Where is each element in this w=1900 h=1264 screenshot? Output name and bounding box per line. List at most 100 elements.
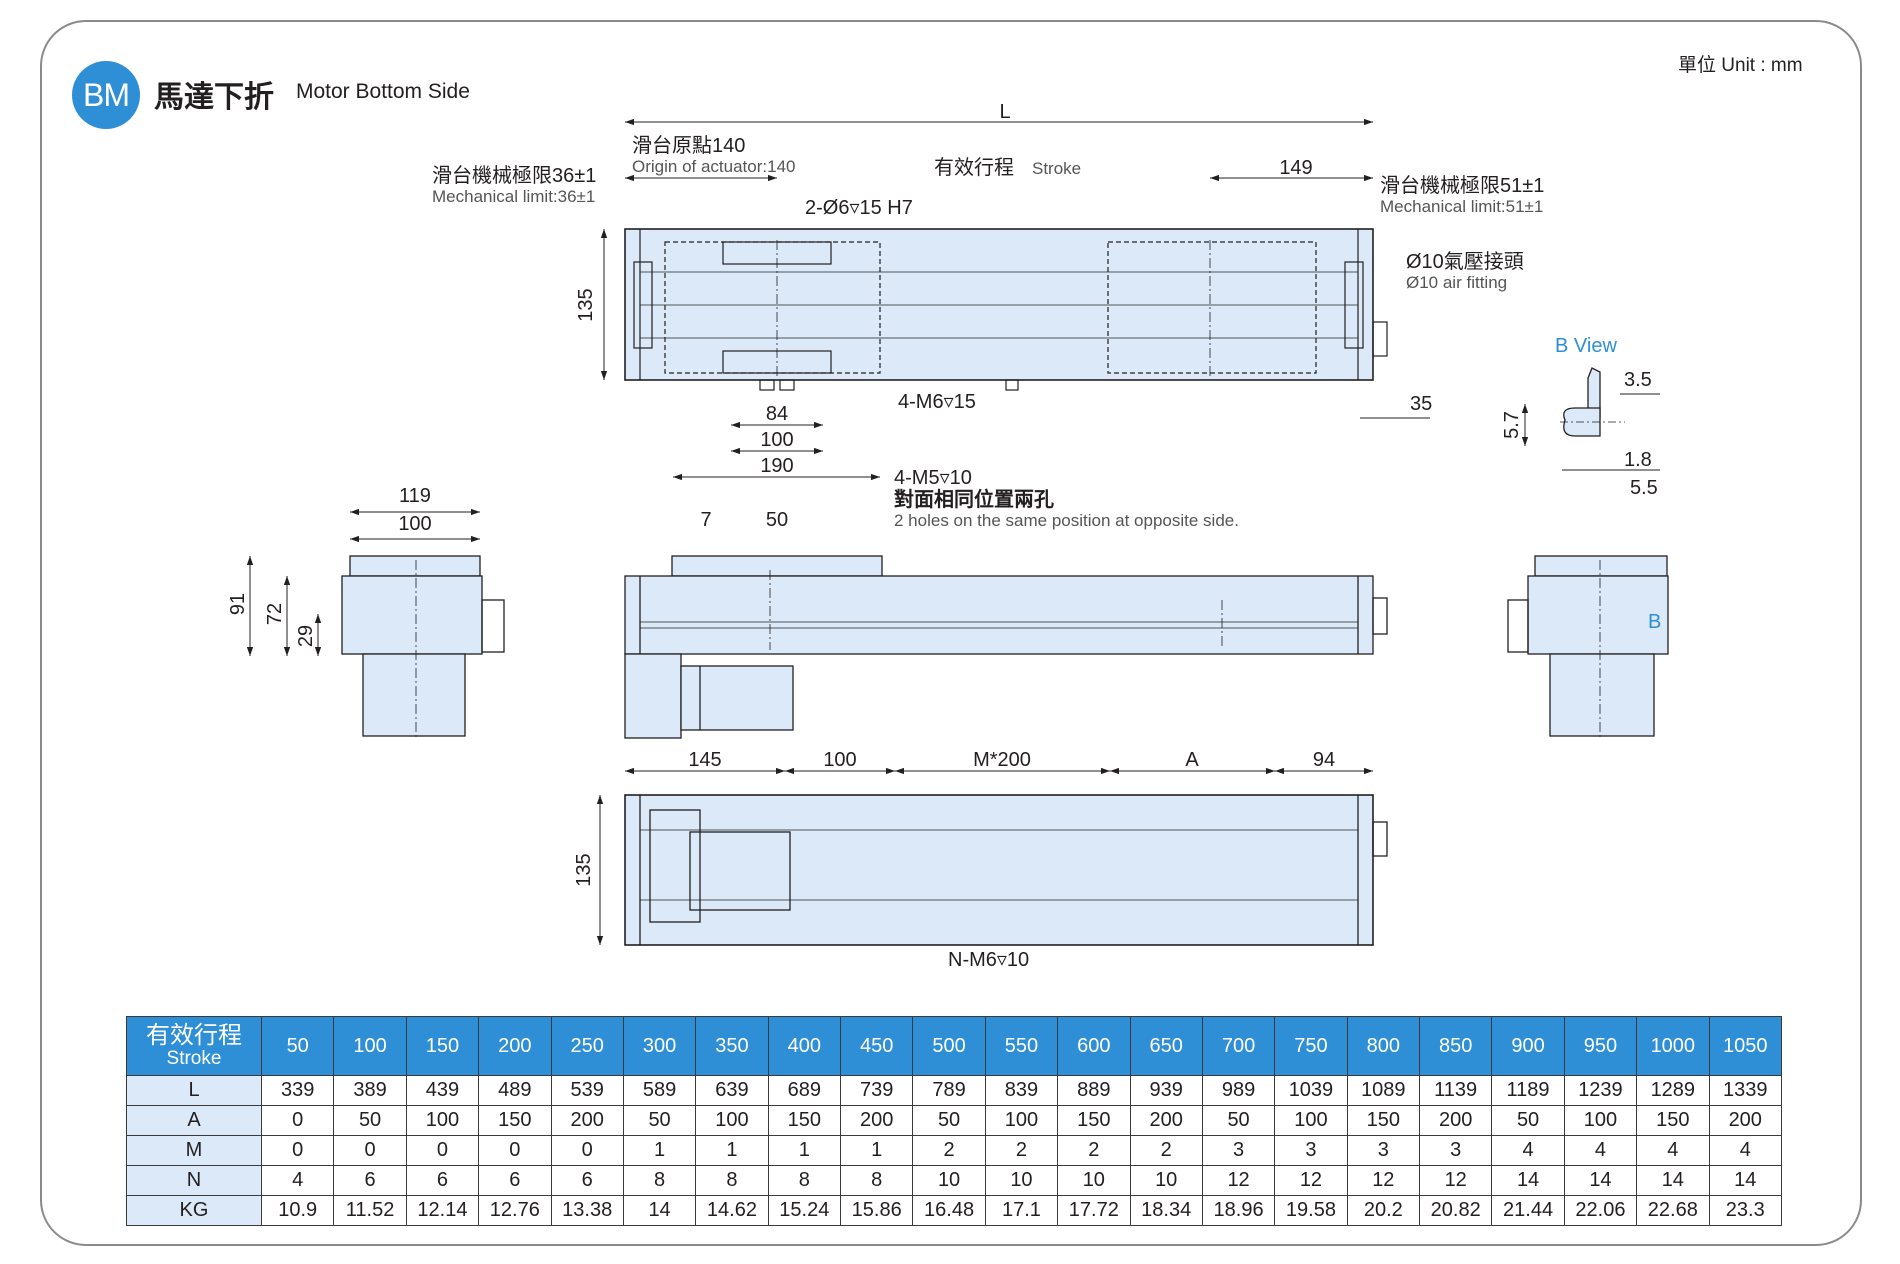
table-cell: 17.1	[984, 1195, 1059, 1226]
table-stroke-header: 100	[333, 1016, 407, 1076]
table-stroke-header: 600	[1057, 1016, 1131, 1076]
table-stroke-header: 50	[260, 1016, 335, 1076]
table-cell: 100	[405, 1105, 480, 1136]
table-stroke-header: 850	[1418, 1016, 1493, 1076]
table-stroke-header: 550	[984, 1016, 1059, 1076]
table-cell: 12.76	[478, 1195, 552, 1226]
table-cell: 6	[478, 1165, 552, 1196]
table-cell: 939	[1129, 1075, 1203, 1106]
table-cell: 4	[1563, 1135, 1638, 1166]
table-cell: 489	[478, 1075, 552, 1106]
table-cell: 2	[1057, 1135, 1131, 1166]
table-cell: 15.24	[767, 1195, 842, 1226]
table-stroke-header: 350	[695, 1016, 769, 1076]
table-cell: 8	[839, 1165, 914, 1196]
opposite-holes-en: 2 holes on the same position at opposite…	[894, 511, 1239, 530]
table-cell: 589	[622, 1075, 697, 1106]
dim-145: 145	[688, 749, 721, 771]
side-view	[624, 555, 1388, 739]
table-cell: 10	[984, 1165, 1059, 1196]
table-stroke-header: 1000	[1636, 1016, 1710, 1076]
table-cell: 3	[1201, 1135, 1276, 1166]
table-cell: 0	[550, 1135, 624, 1166]
table-cell: 2	[912, 1135, 986, 1166]
end-view	[341, 555, 505, 740]
dim-29: 29	[295, 625, 317, 647]
dim-1-8: 1.8	[1624, 449, 1652, 471]
table-cell: 50	[1491, 1105, 1565, 1136]
table-cell: 1289	[1636, 1075, 1710, 1106]
table-cell: 50	[1201, 1105, 1276, 1136]
table-cell: 16.48	[912, 1195, 986, 1226]
dim-135-top: 135	[575, 288, 597, 321]
mech-limit-left-en: Mechanical limit:36±1	[432, 187, 595, 206]
technical-drawing: L 滑台原點140 Origin of actuator:140 有效行程 St…	[227, 101, 1669, 971]
table-cell: 889	[1057, 1075, 1131, 1106]
table-cell: 389	[333, 1075, 407, 1106]
table-cell: 13.38	[550, 1195, 624, 1226]
table-cell: 4	[260, 1165, 335, 1196]
table-cell: 739	[839, 1075, 914, 1106]
table-cell: 0	[405, 1135, 480, 1166]
table-cell: 23.3	[1708, 1195, 1782, 1226]
dim-50-side: 50	[766, 509, 788, 531]
table-cell: 1	[839, 1135, 914, 1166]
table-cell: 0	[333, 1135, 407, 1166]
table-cell: 12	[1346, 1165, 1421, 1196]
table-cell: 339	[260, 1075, 335, 1106]
dim-100-bottom: 100	[823, 749, 856, 771]
table-stroke-header: 1050	[1708, 1016, 1782, 1076]
table-cell: 21.44	[1491, 1195, 1565, 1226]
table-cell: 3	[1418, 1135, 1493, 1166]
dim-94: 94	[1313, 749, 1335, 771]
dim-149: 149	[1279, 157, 1312, 179]
mech-limit-right-en: Mechanical limit:51±1	[1380, 197, 1543, 216]
dim-190: 190	[760, 455, 793, 477]
table-cell: 6	[405, 1165, 480, 1196]
top-view	[624, 228, 1388, 391]
table-cell: 1	[622, 1135, 697, 1166]
air-fitting-en: Ø10 air fitting	[1406, 273, 1507, 292]
table-cell: 8	[695, 1165, 769, 1196]
section-badge: BM	[72, 61, 140, 129]
table-stroke-header: 500	[912, 1016, 986, 1076]
table-cell: 4	[1491, 1135, 1565, 1166]
page-frame	[40, 20, 1862, 1246]
table-row-label: KG	[126, 1195, 262, 1226]
table-header-en: Stroke	[166, 1048, 222, 1069]
table-stroke-header: 800	[1346, 1016, 1421, 1076]
table-cell: 4	[1636, 1135, 1710, 1166]
table-cell: 1189	[1491, 1075, 1565, 1106]
dim-135-bottom: 135	[573, 853, 595, 886]
table-cell: 200	[1129, 1105, 1203, 1136]
table-cell: 150	[478, 1105, 552, 1136]
table-cell: 12	[1201, 1165, 1276, 1196]
dim-3-5: 3.5	[1624, 369, 1652, 391]
table-cell: 17.72	[1057, 1195, 1131, 1226]
table-cell: 6	[550, 1165, 624, 1196]
table-cell: 150	[1636, 1105, 1710, 1136]
section-title-zh: 馬達下折	[154, 80, 274, 115]
table-cell: 100	[984, 1105, 1059, 1136]
table-header-zh: 有效行程	[146, 1022, 242, 1049]
table-cell: 19.58	[1274, 1195, 1348, 1226]
unit-label: 單位 Unit : mm	[1678, 55, 1803, 76]
dimension-lines	[246, 118, 1660, 945]
table-row-label: L	[126, 1075, 262, 1106]
table-stroke-header: 250	[550, 1016, 624, 1076]
table-stroke-header: 300	[622, 1016, 697, 1076]
tap-n-label: N-M6▿10	[948, 949, 1029, 971]
table-cell: 0	[260, 1135, 335, 1166]
table-cell: 50	[912, 1105, 986, 1136]
table-cell: 200	[1418, 1105, 1493, 1136]
table-stroke-header: 750	[1274, 1016, 1348, 1076]
dim-84: 84	[766, 403, 788, 425]
table-cell: 10	[1057, 1165, 1131, 1196]
table-cell: 150	[1057, 1105, 1131, 1136]
table-cell: 639	[695, 1075, 769, 1106]
